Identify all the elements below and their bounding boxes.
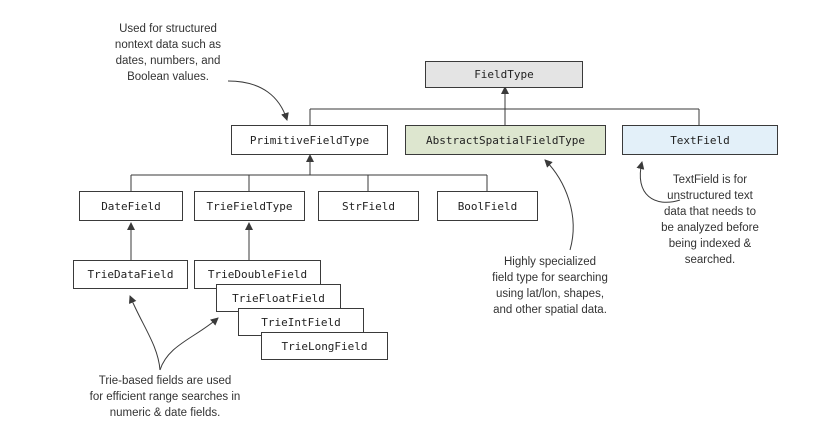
- annotation-text-line: be analyzed before: [661, 222, 759, 234]
- node-abstract-spatial-field-type: AbstractSpatialFieldType: [405, 125, 606, 155]
- annotation-text-line: being indexed &: [668, 238, 752, 250]
- node-date-field: DateField: [79, 191, 183, 221]
- annotation-arrow-trie-left: [128, 295, 161, 371]
- node-primitive-field-type: PrimitiveFieldType: [231, 125, 388, 155]
- annotation-spatial-line: using lat/lon, shapes,: [495, 288, 605, 300]
- annotation-arrow-primitive: [227, 80, 289, 121]
- annotation-text: TextField is for unstructured text data …: [645, 172, 775, 268]
- annotation-text-line: TextField is for: [672, 174, 748, 186]
- annotation-text-line: unstructured text: [667, 190, 753, 202]
- annotation-text-line: data that needs to: [663, 206, 757, 218]
- annotation-spatial: Highly specialized field type for search…: [470, 254, 630, 318]
- annotation-trie: Trie-based fields are used for efficient…: [75, 373, 255, 421]
- annotation-arrow-trie-right: [159, 317, 219, 371]
- annotation-trie-line: for efficient range searches in: [89, 391, 241, 403]
- annotation-trie-line: Trie-based fields are used: [98, 375, 232, 387]
- node-trie-field-type: TrieFieldType: [194, 191, 305, 221]
- node-bool-field: BoolField: [437, 191, 538, 221]
- annotation-primitive: Used for structured nontext data such as…: [88, 21, 248, 85]
- annotation-trie-line: numeric & date fields.: [109, 407, 221, 419]
- annotation-arrow-spatial: [544, 159, 574, 251]
- annotation-primitive-line: dates, numbers, and: [115, 55, 221, 67]
- annotation-spatial-line: Highly specialized: [503, 256, 597, 268]
- annotation-spatial-line: field type for searching: [492, 272, 608, 284]
- annotation-spatial-line: and other spatial data.: [493, 304, 607, 316]
- node-trie-data-field: TrieDataField: [73, 260, 188, 289]
- node-str-field: StrField: [318, 191, 419, 221]
- annotation-primitive-line: Boolean values.: [127, 71, 209, 83]
- node-trie-long-field: TrieLongField: [261, 332, 388, 360]
- annotation-primitive-line: nontext data such as: [114, 39, 222, 51]
- node-text-field: TextField: [622, 125, 778, 155]
- annotation-text-line: searched.: [684, 254, 736, 266]
- node-field-type: FieldType: [425, 61, 583, 88]
- node-trie-float-field: TrieFloatField: [216, 284, 341, 312]
- node-trie-int-field: TrieIntField: [238, 308, 364, 336]
- annotation-arrow-text: [636, 161, 681, 203]
- annotation-primitive-line: Used for structured: [119, 23, 217, 35]
